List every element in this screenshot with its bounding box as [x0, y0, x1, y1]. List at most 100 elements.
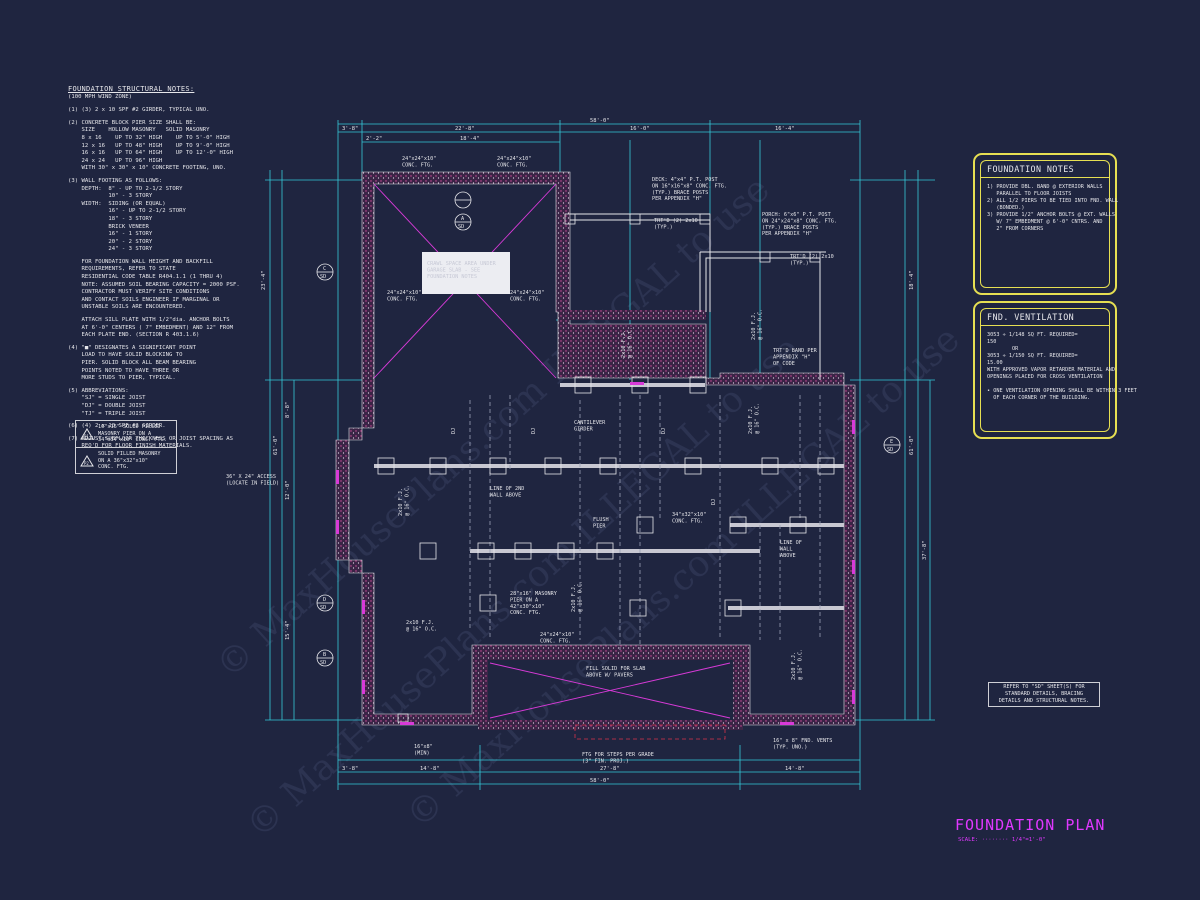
dim-bottom-a: 14'-8" — [420, 766, 439, 772]
note-item-1: (1) (3) 2 x 10 SPF #2 GIRDER, TYPICAL UN… — [68, 107, 210, 114]
triangle-p1-icon: P1 — [76, 428, 98, 440]
note-item-3c: ATTACH SILL PLATE WITH 1/2"dia. ANCHOR B… — [81, 317, 234, 339]
tag-e-letter: E — [890, 439, 893, 445]
legend-row-p1: P1 16"x16" SOLID FILLED MASONRY PIER ON … — [76, 421, 176, 447]
tag-c-letter: C — [323, 266, 326, 272]
notes-subheading: (100 MPH WIND ZONE) — [68, 93, 132, 100]
ftg-steps-label: FTG FOR STEPS PER GRADE(3" FIN. PROJ.) — [582, 752, 654, 764]
piers — [377, 213, 835, 723]
ftg-tl-label: 24"x24"x10"CONC. FTG. — [402, 156, 436, 168]
garage-note-block — [422, 252, 510, 294]
dj-label-4: DJ — [711, 499, 717, 505]
ftg-mr-label: 24"x24"x10"CONC. FTG. — [510, 290, 544, 302]
tag-b-letter: B — [323, 652, 326, 658]
fnd-ventilation-title: FND. VENTILATION — [981, 309, 1109, 326]
note-item-7: (7) ADJUST SUBFLOOR THICKNESS OR JOIST S… — [68, 435, 234, 450]
section-tag-a: A SD — [454, 191, 472, 231]
joist-label-7: 2x10 F.J.@ 16" O.C. — [571, 581, 583, 612]
tag-e-sheet: SD — [887, 447, 893, 453]
foundation-notes-body: 1) PROVIDE DBL. BAND @ EXTERIOR WALLS PA… — [987, 184, 1119, 232]
tag-a-sheet: SD — [458, 224, 464, 230]
dim-bottom-left: 3'-8" — [342, 766, 358, 772]
watermark-text-3: © MaxHousePlans.com ILLEGAL to use — [399, 319, 968, 837]
tag-a-letter: A — [461, 216, 465, 222]
dim-left-a: 23'-4" — [261, 271, 267, 290]
dim-top-small: 2'-2" — [366, 136, 382, 142]
dim-left-d: 15'-4" — [285, 621, 291, 640]
section-tags: A SD C SD D SD B SD E SD — [316, 191, 901, 667]
legend-text-2: SOLID FILLED MASONRY ON A 36"x32"x10" CO… — [98, 451, 161, 471]
vent-min-label: 16"x8"(MIN) — [414, 744, 433, 756]
fnd-ventilation-inner: FND. VENTILATION 3053 ÷ 1/148 SQ FT. REQ… — [980, 308, 1137, 432]
joist-label-5: 2x10 F.J.@ 16" O.C. — [751, 309, 763, 340]
steps-footing-outline — [574, 724, 726, 740]
note-item-3b: FOR FOUNDATION WALL HEIGHT AND BACKFILL … — [81, 258, 240, 311]
section-tag-d: D SD — [316, 594, 334, 612]
dim-left-c: 61'-0" — [273, 436, 279, 455]
note-item-2: (2) CONCRETE BLOCK PIER SIZE SHALL BE: S… — [68, 119, 234, 172]
note-item-4: (4) "■" DESIGNATES A SIGNIFICANT POINT L… — [68, 344, 196, 382]
dim-right-a: 61'-0" — [909, 436, 915, 455]
plan-labels: 24"x24"x10"CONC. FTG. 24"x24"x10"CONC. F… — [226, 156, 837, 764]
notes-heading: FOUNDATION STRUCTURAL NOTES: — [68, 85, 195, 93]
note-item-5: (5) ABBREVIATIONS: "SJ" = SINGLE JOIST "… — [68, 387, 146, 417]
joist-label-4: 2x10 F.J.@ 16" O.C. — [621, 327, 633, 358]
section-tag-e: E SD — [883, 436, 901, 454]
section-tag-b: B SD — [316, 649, 334, 667]
foundation-vents — [336, 382, 855, 725]
dimension-texts: 58'-0" 3'-8" 22'-8" 16'-0" 16'-4" 18'-4"… — [261, 118, 928, 784]
dim-left-e: 8'-8" — [285, 402, 291, 418]
structural-notes: FOUNDATION STRUCTURAL NOTES: (100 MPH WI… — [68, 85, 278, 451]
plan-scale: SCALE: ········ 1/4"=1'-0" — [958, 837, 1046, 843]
legend-symbol-1: P1 — [84, 434, 89, 439]
section-tag-c: C SD — [316, 263, 334, 281]
refer-sd-note: REFER TO "SD" SHEET(S) FOR STANDARD DETA… — [988, 682, 1100, 707]
tag-d-letter: D — [323, 597, 326, 603]
joist-label-6: 2x10 F.J.@ 16" O.C. — [791, 649, 803, 680]
dj-label-1: DJ — [451, 428, 457, 434]
pier-34-label: 34"x32"x10"CONC. FTG. — [672, 512, 706, 524]
dim-top-b: 16'-4" — [775, 126, 794, 132]
tag-c-sheet: SD — [320, 274, 326, 280]
note-item-6: (6) (4) 2 x 10 SPF #2 GIRDER. — [68, 423, 166, 430]
note-item-3: (3) WALL FOOTING AS FOLLOWS: DEPTH: 8" -… — [68, 177, 186, 253]
joist-label-3: 2x10 F.J.@ 16" O.C. — [748, 403, 760, 434]
dim-top-mid: 22'-8" — [455, 126, 474, 132]
tag-d-sheet: SD — [320, 605, 326, 611]
ftg-bottom-label: 24"x24"x10"CONC. FTG. — [540, 632, 574, 644]
dim-top-a: 16'-0" — [630, 126, 649, 132]
legend-symbol-2: P2 — [84, 461, 89, 466]
dim-bottom-b: 14'-8" — [785, 766, 804, 772]
foundation-notes-box: FOUNDATION NOTES 1) PROVIDE DBL. BAND @ … — [973, 153, 1119, 295]
ftg-tr-label: 24"x24"x10"CONC. FTG. — [497, 156, 531, 168]
joist-label-1: 2x10 F.J.@ 16" O.C. — [406, 620, 437, 632]
plan-title: FOUNDATION PLAN — [955, 816, 1106, 834]
trtd-label-2: TRT'D (2) 2x10(TYP.) — [790, 254, 834, 266]
dim-top-left: 3'-8" — [342, 126, 358, 132]
garage-step-wall — [560, 310, 706, 320]
joist-label-2: 2x10 F.J.@ 16" O.C. — [398, 485, 410, 516]
ftg-ml-label: 24"x24"x10"CONC. FTG. — [387, 290, 421, 302]
dim-bottom-mid: 27'-8" — [600, 766, 619, 772]
foundation-notes-inner: FOUNDATION NOTES 1) PROVIDE DBL. BAND @ … — [980, 160, 1119, 288]
dimension-lines — [265, 120, 935, 790]
joist-lines — [469, 395, 821, 650]
fnd-ventilation-box: FND. VENTILATION 3053 ÷ 1/148 SQ FT. REQ… — [973, 301, 1137, 439]
dj-label-3: DJ — [661, 428, 667, 434]
dim-top-sub: 18'-4" — [460, 136, 479, 142]
legend-row-p2: P2 SOLID FILLED MASONRY ON A 36"x32"x10"… — [76, 447, 176, 474]
fnd-ventilation-body: 3053 ÷ 1/148 SQ FT. REQUIRED= 150 OR 305… — [987, 332, 1137, 401]
legend-text-1: 16"x16" SOLID FILLED MASONRY PIER ON A 3… — [98, 424, 167, 444]
trtd-label-1: TRT'D (2) 2x10(TYP.) — [654, 218, 698, 230]
